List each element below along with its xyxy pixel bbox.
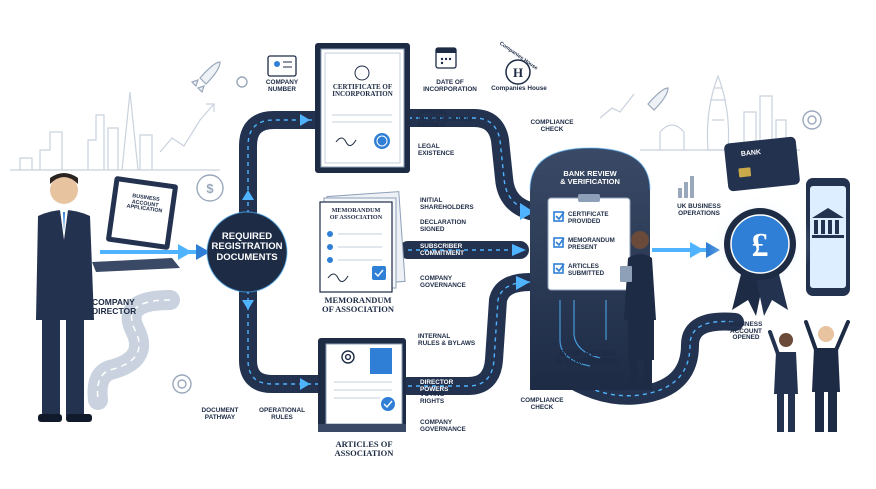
- articles-document: [318, 338, 406, 432]
- director-label: COMPANY DIRECTOR: [92, 297, 137, 316]
- checklist-item-certificate: CERTIFICATE PROVIDED: [568, 211, 609, 225]
- review-arch-title: BANK REVIEW & VERIFICATION: [560, 169, 620, 187]
- document-pathway-label: DOCUMENT PATHWAY: [201, 407, 239, 421]
- subscriber-commitment-label: SUBSCRIBER COMMITMENT: [420, 243, 465, 257]
- pound-coin-icon: £: [752, 227, 769, 264]
- memorandum-caption: MEMORANDUM OF ASSOCIATION: [321, 295, 395, 314]
- date-of-incorporation-label: DATE OF INCORPORATION: [423, 79, 477, 93]
- memorandum-doc-title: MEMORANDUM OF ASSOCIATION: [329, 207, 383, 221]
- compliance-check-top-label: COMPLIANCE CHECK: [530, 119, 574, 133]
- official-incorporation-label: OFFICIAL INCORPORATION DETAILS: [418, 109, 472, 130]
- bank-card-icon: [724, 136, 800, 192]
- hub-node: [207, 212, 287, 292]
- hub-title: REQUIRED REGISTRATION DOCUMENTS: [211, 231, 283, 263]
- legal-existence-label: LEGAL EXISTENCE: [418, 143, 455, 157]
- arrow-director-to-hub: [100, 244, 210, 260]
- companies-house-label: Companies House: [491, 85, 547, 92]
- bank-icon: [812, 208, 844, 238]
- pound-medal-icon: £: [708, 192, 812, 316]
- city-skyline-right: [599, 74, 800, 151]
- review-arch: [529, 147, 651, 390]
- uk-business-operations-label: UK BUSINESS OPERATIONS: [677, 203, 721, 217]
- memorandum-document: [319, 191, 406, 293]
- initial-shareholders-label: INITIAL SHAREHOLDERS: [420, 197, 474, 211]
- svg-text:H: H: [513, 65, 523, 80]
- business-account-opened-label: BUSINESS ACCOUNT OPENED: [729, 321, 763, 342]
- certificate-document: [315, 43, 410, 173]
- compliance-check-bottom-label: COMPLIANCE CHECK: [520, 397, 564, 411]
- internal-rules-label: INTERNAL RULES & BYLAWS: [418, 333, 476, 347]
- articles-caption: ARTICLES OF ASSOCIATION: [334, 439, 394, 458]
- checklist-item-articles: ARTICLES SUBMITTED: [568, 263, 605, 277]
- laptop-icon: $: [92, 174, 224, 272]
- operational-rules-label: OPERATIONAL RULES: [258, 407, 306, 421]
- gear-icon: [341, 350, 355, 364]
- voting-rights-label: VOTING RIGHTS: [420, 391, 445, 405]
- rocket-icon: [647, 87, 669, 111]
- calendar-icon: [435, 47, 457, 69]
- certificate-title: CERTIFICATE OF INCORPORATION: [332, 83, 393, 99]
- rocket-icon: [190, 61, 221, 94]
- checklist-item-memorandum: MEMORANDUM PRESENT: [568, 237, 615, 251]
- city-skyline-left: [10, 91, 220, 171]
- review-bottom-title: BANK REVIEW & VERIFICATION: [556, 349, 620, 367]
- memorandum-governance-label: COMPANY GOVERNANCE: [420, 275, 466, 289]
- id-card-icon: [267, 55, 297, 77]
- celebrating-people: [768, 320, 850, 432]
- track-chevrons: [242, 114, 534, 390]
- chart-icon: [678, 176, 694, 198]
- articles-governance-label: COMPANY GOVERNANCE: [420, 419, 466, 433]
- bank-officer-figure: [620, 231, 656, 390]
- gear-icon: [802, 110, 822, 130]
- company-director-figure: [36, 173, 94, 422]
- gear-icon: [172, 76, 248, 394]
- track-glow: [247, 117, 736, 397]
- director-powers-label: DIRECTOR POWERS: [420, 379, 454, 393]
- svg-text:$: $: [206, 181, 214, 196]
- company-number-label: COMPANY NUMBER: [265, 79, 299, 93]
- companies-house-logo: H: [505, 59, 531, 85]
- phone-icon: [806, 178, 850, 296]
- declaration-signed-label: DECLARATION SIGNED: [420, 219, 467, 233]
